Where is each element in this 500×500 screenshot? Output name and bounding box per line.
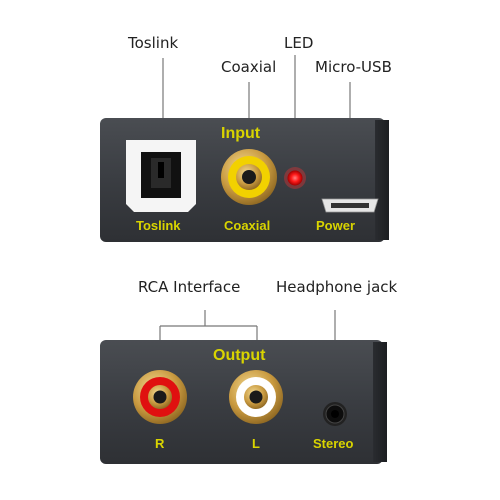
output-panel-title: Output [213, 347, 266, 364]
output-panel [100, 340, 387, 464]
micro-usb-port [321, 198, 379, 213]
toslink-port [126, 140, 196, 212]
callout-micro-usb: Micro-USB [315, 58, 392, 76]
input-label-toslink: Toslink [136, 218, 181, 233]
led-indicator [284, 167, 306, 189]
callout-toslink: Toslink [128, 34, 179, 52]
callout-coaxial: Coaxial [221, 58, 277, 76]
coaxial-port [221, 149, 277, 205]
output-label-right: R [155, 436, 165, 451]
output-label-left: L [252, 436, 260, 451]
callout-rca-interface: RCA Interface [138, 278, 241, 296]
input-label-power: Power [316, 218, 356, 233]
output-label-stereo: Stereo [313, 436, 354, 451]
input-panel-title: Input [221, 125, 261, 142]
rca-right-port [133, 370, 187, 424]
input-panel [100, 118, 389, 242]
rca-left-port [229, 370, 283, 424]
headphone-jack-port [323, 402, 347, 426]
callout-led: LED [284, 34, 314, 52]
callout-headphone-jack: Headphone jack [276, 278, 398, 296]
input-label-coaxial: Coaxial [224, 218, 271, 233]
